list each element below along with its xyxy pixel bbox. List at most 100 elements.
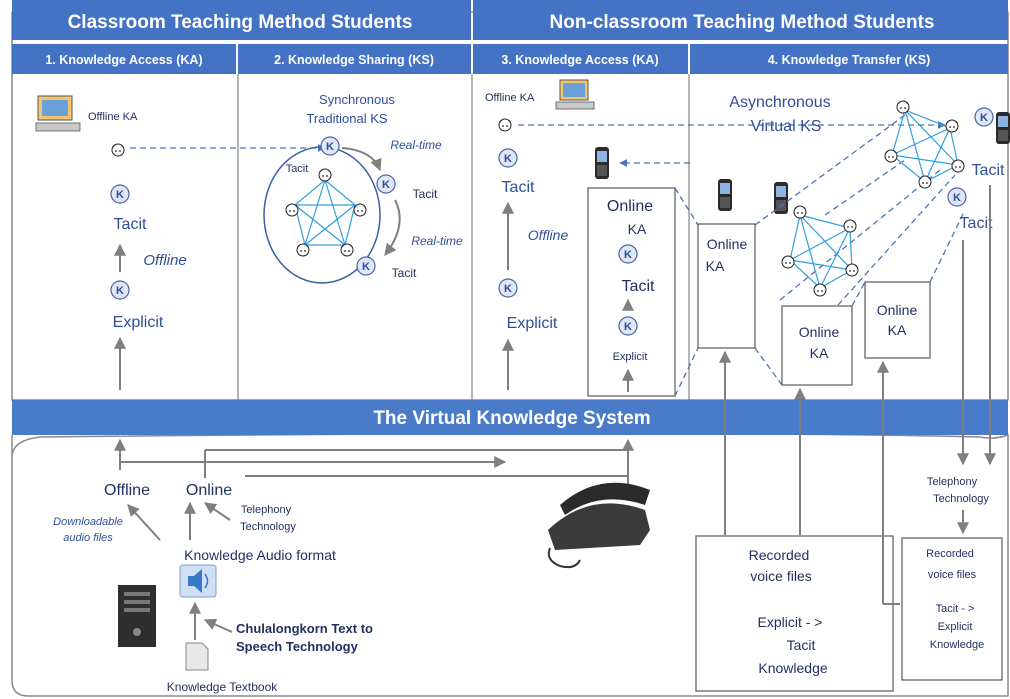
k-label: K	[624, 321, 632, 333]
col3-offline-ka: Offline KA	[485, 92, 535, 104]
k-label: K	[980, 112, 988, 124]
col2-realtime-1: Real-time	[390, 138, 442, 152]
col4-online-box-2	[781, 305, 853, 386]
right-recorded-2: voice files	[928, 569, 977, 581]
telephone-icon	[547, 482, 650, 569]
right-recorded-1: Recorded	[926, 548, 974, 560]
k-label: K	[504, 283, 512, 295]
audio-format-label: Knowledge Audio format	[184, 547, 336, 563]
right-recorded-box	[901, 537, 1003, 681]
person-icon	[498, 118, 512, 132]
downloadable-label-2: audio files	[63, 532, 113, 544]
bottom-offline: Offline	[104, 482, 150, 499]
recorded-label-1: Recorded	[749, 547, 810, 563]
col1-explicit: Explicit	[113, 314, 164, 331]
header-left-title: Classroom Teaching Method Students	[68, 12, 413, 33]
col2-tacit-3: Tacit	[392, 266, 417, 280]
col1-offline: Offline	[143, 252, 186, 269]
col3-explicit: Explicit	[507, 315, 558, 332]
subheader-4-bar	[690, 44, 1008, 74]
col2-tacit-2: Tacit	[413, 187, 438, 201]
dashed-connectors	[674, 114, 966, 397]
col4-virtual-ks: Virtual KS	[751, 118, 822, 135]
tacit-explicit-3: Knowledge	[930, 639, 984, 651]
person-icon	[353, 203, 367, 217]
col3-ka: KA	[628, 221, 647, 237]
computer-icon	[35, 95, 81, 132]
tacit-explicit-2: Explicit	[938, 621, 973, 633]
right-telephony-2: Technology	[933, 493, 989, 505]
col4-asynchronous: Asynchronous	[729, 94, 830, 111]
col4-tacit-1: Tacit	[972, 162, 1005, 179]
person-icon	[296, 243, 310, 257]
realtime-arrow-1	[341, 147, 382, 172]
recorded-voice-box	[695, 535, 894, 692]
system-bar-title: The Virtual Knowledge System	[373, 408, 650, 429]
tacit-explicit-1: Tacit - >	[936, 603, 975, 615]
col3-offline: Offline	[528, 227, 569, 243]
col3-online-box	[587, 187, 676, 397]
col3-online: Online	[607, 198, 653, 215]
k-label: K	[326, 141, 334, 153]
k-label: K	[624, 249, 632, 261]
subheader-1: 1. Knowledge Access (KA)	[45, 53, 202, 67]
header-right-title: Non-classroom Teaching Method Students	[550, 12, 935, 33]
subheader-2-bar	[238, 44, 471, 74]
mobile-phone-icon	[996, 112, 1010, 144]
col3-explicit-small: Explicit	[613, 351, 648, 363]
person-icon	[111, 143, 125, 157]
network-col4-upper	[891, 109, 959, 183]
col4-ka-1: KA	[706, 258, 725, 274]
col4-online-box-1	[697, 223, 756, 349]
col3-online-tacit: Tacit	[622, 278, 655, 295]
speaker-icon	[179, 564, 217, 598]
network-col2	[294, 179, 356, 246]
person-icon	[945, 119, 959, 133]
person-icon	[843, 219, 857, 233]
explicit-tacit-label-1: Explicit - >	[758, 614, 823, 630]
col1-offline-ka: Offline KA	[88, 111, 138, 123]
arrow-telephony-to-online	[204, 502, 231, 521]
col4-online-2: Online	[799, 324, 840, 340]
telephony-label-2: Technology	[240, 521, 296, 533]
virtual-knowledge-system-bar	[12, 400, 1008, 435]
person-icon	[285, 203, 299, 217]
col2-realtime-2: Real-time	[411, 234, 463, 248]
person-icon	[793, 205, 807, 219]
person-icon	[918, 175, 932, 189]
realtime-arrow-2	[384, 199, 401, 256]
telephony-label-1: Telephony	[241, 504, 292, 516]
downloadable-label-1: Downloadable	[53, 516, 123, 528]
tts-label-1: Chulalongkorn Text to	[236, 621, 373, 636]
col3-tacit: Tacit	[502, 179, 535, 196]
textbook-label: Knowledge Textbook	[167, 680, 279, 694]
bottom-online: Online	[186, 482, 232, 499]
col4-ka-3: KA	[888, 322, 907, 338]
arrow-tts-to-audio	[203, 618, 233, 633]
k-label: K	[953, 192, 961, 204]
col4-online-1: Online	[707, 236, 748, 252]
k-label: K	[362, 261, 370, 273]
explicit-tacit-label-3: Knowledge	[758, 660, 827, 676]
subheader-1-bar	[12, 44, 236, 74]
subheader-3-bar	[473, 44, 688, 74]
tts-label-2: Speech Technology	[236, 639, 359, 654]
subheader-2: 2. Knowledge Sharing (KS)	[274, 53, 434, 67]
explicit-tacit-label-2: Tacit	[787, 637, 816, 653]
col2-traditional-ks: Traditional KS	[306, 111, 387, 126]
mobile-phone-icon	[774, 182, 788, 214]
k-label: K	[116, 189, 124, 201]
header-left-bar	[12, 0, 471, 40]
arrow-audio-to-offline	[127, 504, 161, 541]
col1-tacit: Tacit	[114, 216, 147, 233]
col4-online-box-3	[864, 281, 931, 359]
person-icon	[951, 159, 965, 173]
computer-icon	[555, 79, 595, 110]
col4-online-3: Online	[877, 302, 918, 318]
mobile-phone-icon	[718, 179, 732, 211]
header-right-bar	[473, 0, 1008, 40]
person-icon	[845, 263, 859, 277]
person-icon	[896, 100, 910, 114]
